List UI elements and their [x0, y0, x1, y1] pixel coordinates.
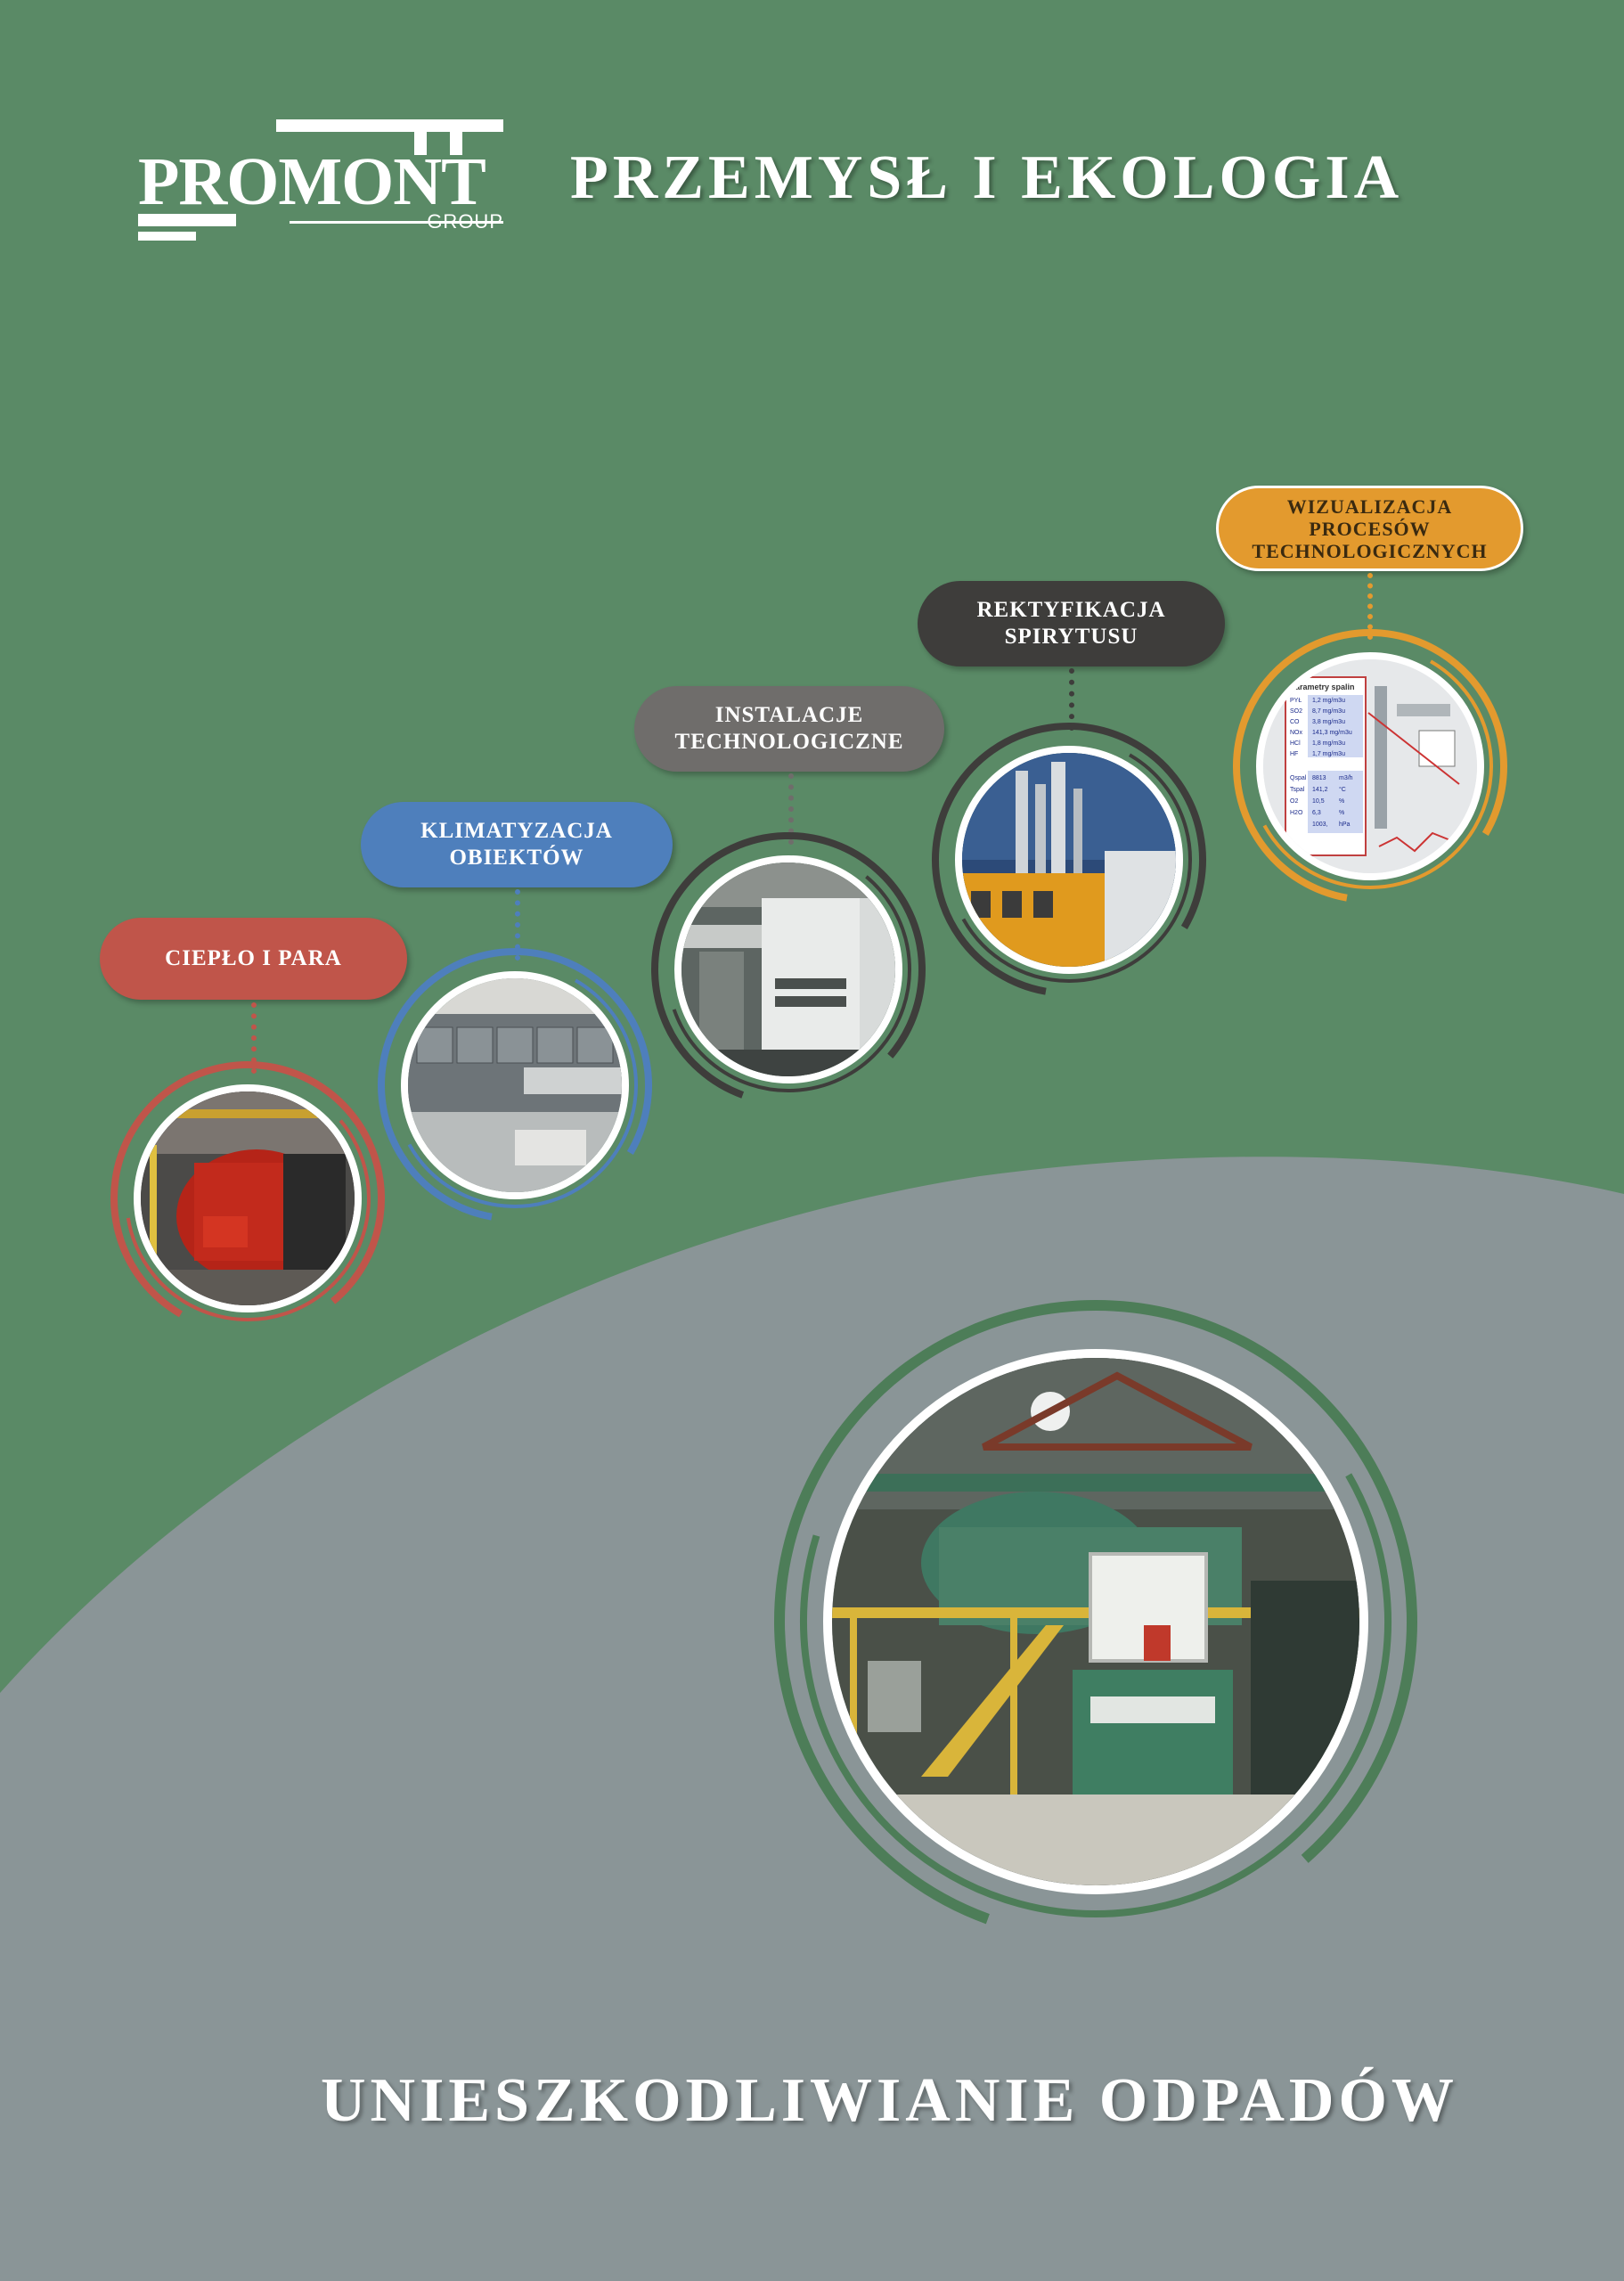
photo-scada-visualization: Parametry spalin PYŁ 1,2 mg/m3u SO2 8,7 …: [1256, 652, 1484, 880]
scada-row-value: 3,8 mg/m3u: [1312, 719, 1345, 725]
pill-wizualizacja-procesow: WIZUALIZACJA PROCESÓW TECHNOLOGICZNYCH: [1216, 486, 1523, 571]
pill-label: CIEPŁO I PARA: [165, 946, 342, 970]
pill-label-line-1: REKTYFIKACJA: [976, 598, 1166, 622]
scada-row-value: 8,7 mg/m3u: [1312, 708, 1345, 715]
scada-row-value: 1,7 mg/m3u: [1312, 751, 1345, 757]
connector-dots: [515, 889, 520, 961]
scada-row-unit: m3/h: [1339, 775, 1353, 781]
scada-row-value: 141,3 mg/m3u: [1312, 730, 1352, 736]
pill-label-line-1: KLIMATYZACJA: [420, 819, 613, 843]
scada-row-value: 1003,: [1312, 822, 1328, 828]
page-title: PRZEMYSŁ I EKOLOGIA: [570, 143, 1404, 212]
logo-bars-graphic: [138, 119, 503, 241]
scada-row-label: NOx: [1290, 730, 1303, 736]
scada-row-label: Qspal: [1290, 775, 1307, 781]
ring-cieplo: [110, 1061, 385, 1336]
photo-boiler-room: [134, 1084, 362, 1312]
scada-row-label: HF: [1290, 751, 1298, 757]
pill-klimatyzacja-obiektow: KLIMATYZACJA OBIEKTÓW: [361, 802, 673, 887]
connector-dots: [788, 773, 794, 845]
logo-group-label: GROUP: [427, 210, 503, 233]
pill-label-line-2: TECHNOLOGICZNE: [674, 730, 904, 754]
scada-row-value: 8813: [1312, 775, 1326, 781]
pill-label-line-1: INSTALACJE: [714, 703, 864, 727]
scada-row-unit: hPa: [1339, 822, 1351, 828]
scada-row-label: H2O: [1290, 810, 1303, 816]
pill-label-line-1: WIZUALIZACJA: [1286, 495, 1453, 518]
scada-row-unit: %: [1339, 798, 1344, 805]
scada-row-value: 141,2: [1312, 787, 1328, 793]
pill-rektyfikacja-spirytusu: REKTYFIKACJA SPIRYTUSU: [918, 581, 1225, 666]
scada-row-label: CO: [1290, 719, 1300, 725]
footer-title: UNIESZKODLIWIANIE ODPADÓW: [321, 2066, 1458, 2135]
ring-wizualizacja: [1233, 629, 1508, 903]
scada-row-value: 6,3: [1312, 810, 1321, 816]
photo-waste-disposal-plant: [823, 1349, 1368, 1894]
pill-label-line-3: TECHNOLOGICZNYCH: [1252, 539, 1488, 562]
photo-air-handling-units: [401, 971, 629, 1199]
scada-row-unit: %: [1339, 810, 1344, 816]
scada-row-unit: °C: [1339, 786, 1346, 793]
ring-instalacje: [651, 832, 926, 1107]
connector-dots: [1367, 573, 1373, 640]
scada-row-value: 1,2 mg/m3u: [1312, 698, 1345, 704]
scada-row-label: SO2: [1290, 708, 1302, 715]
photo-distillery-columns: [955, 746, 1183, 974]
scada-screen: Parametry spalin PYŁ 1,2 mg/m3u SO2 8,7 …: [1263, 659, 1477, 873]
pill-instalacje-technologiczne: INSTALACJE TECHNOLOGICZNE: [634, 686, 944, 772]
pill-cieplo-i-para: CIEPŁO I PARA: [100, 918, 407, 1000]
ring-rektyfikacja: [932, 723, 1207, 997]
scada-row-label: Tspal: [1290, 787, 1305, 793]
pill-label-line-2: SPIRYTUSU: [1004, 625, 1138, 649]
scada-row-label: O2: [1290, 798, 1298, 805]
scada-row-label: HCl: [1290, 740, 1301, 747]
ring-main-photo: [774, 1300, 1417, 1943]
connector-dots: [1069, 668, 1074, 731]
scada-row-value: 1,8 mg/m3u: [1312, 740, 1345, 747]
scada-row-label: PYŁ: [1290, 698, 1302, 704]
scada-panel-title: Parametry spalin: [1290, 683, 1355, 691]
logo-wordmark: PROMONT: [138, 144, 486, 219]
ring-klimatyzacja: [378, 948, 652, 1222]
promont-logo: PROMONT GROUP: [138, 114, 512, 243]
photo-process-installation: [674, 855, 902, 1083]
pill-label-line-2: PROCESÓW: [1309, 517, 1431, 540]
pill-label-line-2: OBIEKTÓW: [449, 846, 584, 870]
scada-row-value: 10,5: [1312, 798, 1325, 805]
connector-dots: [251, 1002, 257, 1074]
